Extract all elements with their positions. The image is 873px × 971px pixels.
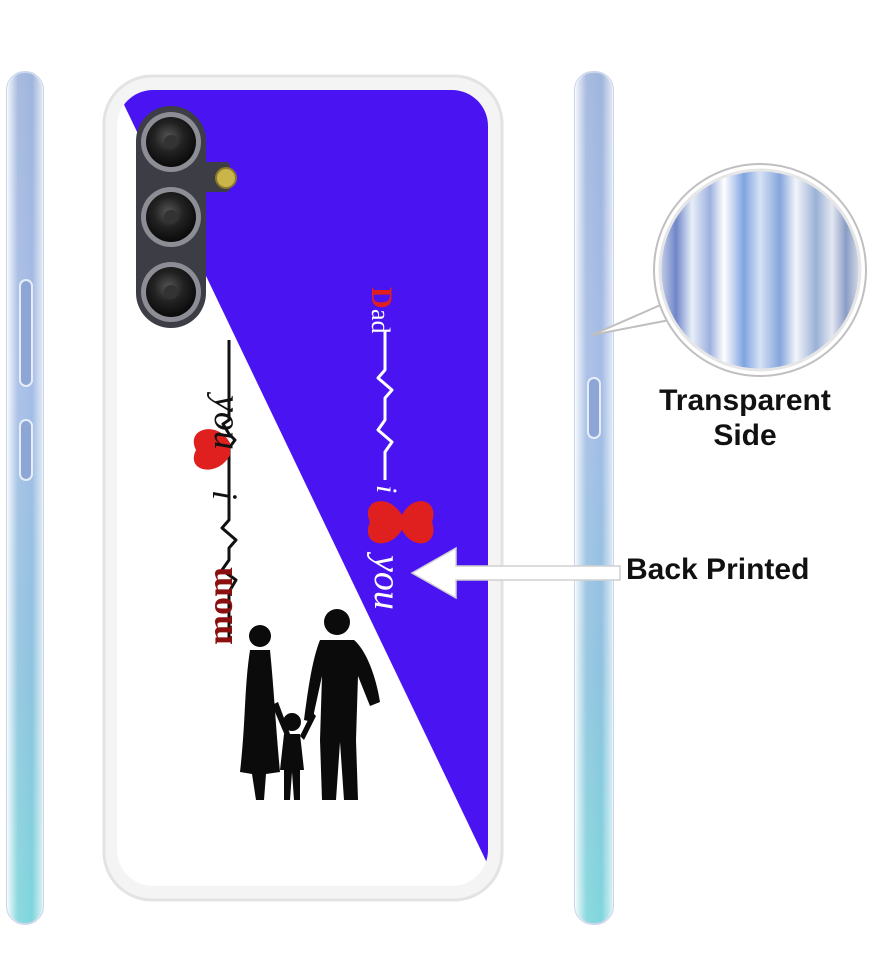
- dad-rest-text: ad: [366, 309, 395, 334]
- left-side-view: [6, 71, 44, 925]
- dad-first-letter: D: [365, 287, 398, 309]
- phone-case: you i mom D ad i you: [102, 74, 504, 902]
- family-silhouette: [240, 609, 380, 800]
- heartbeat-line: [220, 470, 238, 640]
- heart-icon: [193, 429, 230, 470]
- heartbeat-line: [376, 330, 394, 480]
- power-button: [19, 419, 33, 481]
- transparent-side-zoom: [591, 163, 867, 377]
- camera-lens-icon: [141, 262, 201, 322]
- heart-icon: [367, 501, 402, 544]
- dad-i-text: i: [370, 485, 403, 493]
- flash-icon: [215, 167, 237, 189]
- camera-lens-icon: [141, 112, 201, 172]
- dad-you-text: you: [366, 551, 408, 610]
- transparent-side-label: Transparent Side: [620, 384, 870, 453]
- mom-text: mom: [200, 567, 240, 645]
- camera-module: [136, 106, 237, 328]
- mom-i-text: i: [205, 490, 245, 500]
- camera-lens-icon: [141, 187, 201, 247]
- transparent-side-line1: Transparent: [659, 384, 831, 417]
- blue-print-area: [117, 90, 488, 865]
- volume-button: [19, 279, 33, 387]
- dad-heartbeat-design: [367, 330, 434, 544]
- transparent-side-line2: Side: [713, 418, 777, 452]
- back-printed-label: Back Printed: [626, 553, 810, 586]
- right-side-view: [574, 71, 614, 925]
- mom-heartbeat-design: [193, 340, 238, 640]
- side-key: [587, 377, 601, 439]
- back-printed-arrow: [410, 546, 621, 600]
- mom-you-text: you: [206, 391, 248, 450]
